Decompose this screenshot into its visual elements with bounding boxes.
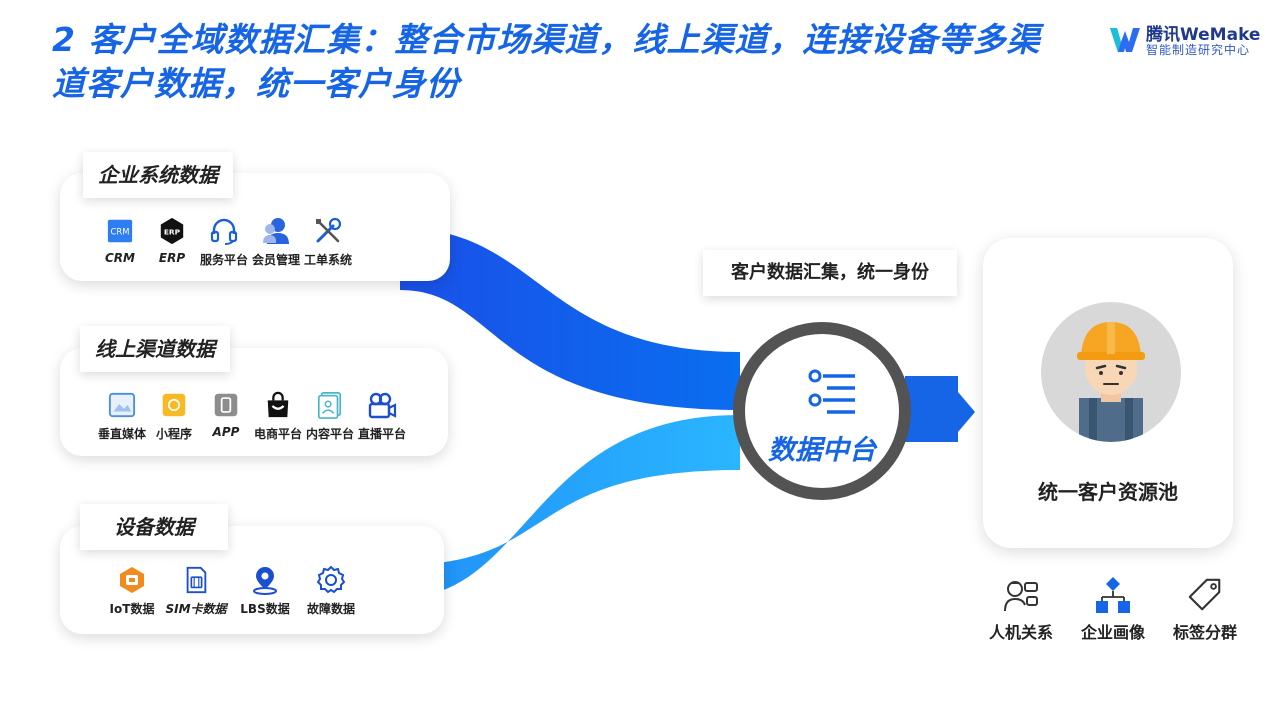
erp-icon: ERP [157,216,187,246]
pool-label: 统一客户资源池 [1038,480,1178,504]
list-item: 会员管理 [250,216,302,268]
list-item: 小程序 [148,390,200,442]
svg-text:CRM: CRM [111,227,130,237]
hub-label: 数据中台 [768,435,876,466]
gear-icon [316,565,346,595]
headset-icon [209,216,239,246]
flow-band-enterprise [400,228,740,410]
app-icon [211,390,241,420]
list-item: 内容平台 [304,390,356,442]
flow-band-online [400,415,740,598]
item-label: 工单系统 [303,253,352,267]
brand-name: 腾讯WeMake [1146,25,1261,45]
iot-icon [117,565,147,595]
item-label: LBS数据 [240,602,290,616]
media-icon [107,390,137,420]
list-filter-icon [808,369,855,414]
location-pin-icon [250,565,280,595]
list-item: 垂直媒体 [96,390,148,442]
brand-subtitle: 智能制造研究中心 [1146,43,1251,57]
list-item: APP [200,390,252,442]
shopping-bag-icon [263,390,293,420]
list-item: 标签分群 [1159,575,1251,643]
item-label: 内容平台 [305,427,354,441]
list-item: 服务平台 [198,216,250,268]
list-item: 直播平台 [356,390,408,442]
page-title: 2 客户全域数据汇集：整合市场渠道，线上渠道，连接设备等多渠道客户数据，统一客户… [52,20,1041,103]
worker-avatar-icon [1041,302,1181,442]
group-title-enterprise: 企业系统数据 [83,152,233,198]
list-item: 人机关系 [975,575,1067,643]
item-label: 垂直媒体 [97,427,146,441]
list-item: ERP ERP [146,216,198,268]
list-item: 故障数据 [298,565,364,617]
list-item: SIM卡数据 [160,565,232,617]
live-camera-icon [367,390,397,420]
item-label: IoT数据 [109,602,155,616]
human-machine-icon [1001,575,1041,615]
item-label: 直播平台 [357,427,406,441]
item-label: 会员管理 [251,253,300,267]
group-items-device: IoT数据 SIM卡数据 LBS数据 故障数据 [104,565,364,617]
item-label: CRM [105,251,135,265]
hub-caption: 客户数据汇集，统一身份 [703,250,957,296]
item-label: 小程序 [155,427,192,441]
hierarchy-icon [1093,575,1133,615]
group-title-online: 线上渠道数据 [80,326,230,372]
item-label: 电商平台 [253,427,302,441]
data-middle-platform-hub: 数据中台 [733,322,911,500]
list-item: LBS数据 [232,565,298,617]
list-item: CRM CRM [94,216,146,268]
item-label: SIM卡数据 [165,602,227,616]
list-item: IoT数据 [104,565,160,617]
item-label: ERP [158,251,186,265]
list-item: 电商平台 [252,390,304,442]
group-title-device: 设备数据 [80,504,228,550]
flow-arrow [905,376,975,442]
item-label: 故障数据 [306,602,355,616]
sim-card-icon [181,565,211,595]
output-label: 标签分群 [1172,623,1237,642]
wemake-logo-icon [1110,28,1140,52]
svg-text:ERP: ERP [164,227,181,236]
group-items-enterprise: CRM CRM ERP ERP 服务平台 会员管理 工单系统 [94,216,354,268]
price-tag-icon [1185,575,1225,615]
item-label: 服务平台 [199,253,248,267]
output-tags: 人机关系 企业画像 标签分群 [975,575,1251,643]
content-icon [315,390,345,420]
list-item: 企业画像 [1067,575,1159,643]
list-item: 工单系统 [302,216,354,268]
tools-icon [313,216,343,246]
mini-program-icon [159,390,189,420]
output-label: 企业画像 [1080,623,1145,642]
output-label: 人机关系 [988,623,1053,642]
crm-icon: CRM [105,216,135,246]
customer-pool-card: 统一客户资源池 [983,238,1233,548]
item-label: APP [212,425,240,439]
member-icon [261,216,291,246]
group-items-online: 垂直媒体 小程序 APP 电商平台 内容平台 直播平台 [96,390,408,442]
